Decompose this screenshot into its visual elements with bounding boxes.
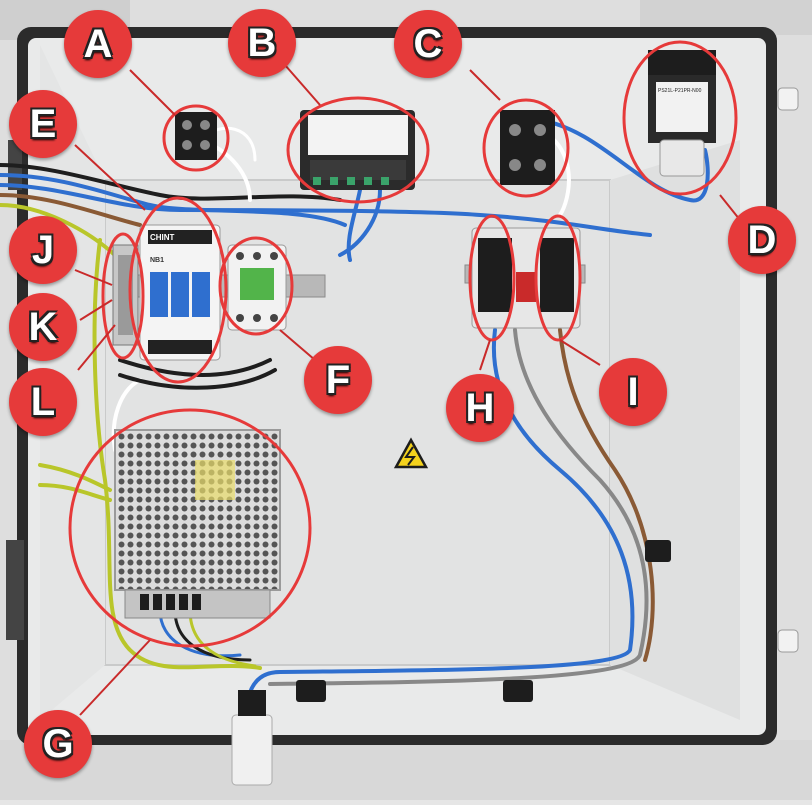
- high-voltage-warning-icon: [393, 437, 429, 469]
- callout-letter: E: [29, 102, 57, 146]
- callout-letter: J: [31, 228, 55, 272]
- callout-outlines: [68, 40, 738, 648]
- callout-l: L: [9, 368, 77, 436]
- pressure-switch: [648, 50, 716, 177]
- breaker-model-label: NB1: [150, 257, 164, 264]
- callout-g: G: [24, 710, 92, 778]
- callout-letter: K: [28, 305, 58, 349]
- callout-a: A: [64, 10, 132, 78]
- callout-letter: F: [325, 358, 351, 402]
- power-supply: [114, 429, 281, 619]
- callout-e: E: [9, 90, 77, 158]
- callout-c: C: [394, 10, 462, 78]
- cable-gland: [231, 714, 273, 786]
- callout-j: J: [9, 216, 77, 284]
- contactor: [227, 244, 287, 331]
- callout-letter: G: [42, 722, 74, 766]
- callout-letter: H: [465, 386, 495, 430]
- terminal-a: [175, 112, 217, 160]
- callout-k: K: [9, 293, 77, 361]
- breaker-brand-label: CHINT: [150, 233, 175, 242]
- callout-letter: I: [627, 370, 639, 414]
- callout-b: B: [228, 9, 296, 77]
- callout-i: I: [599, 358, 667, 426]
- circuit-breaker: [139, 224, 221, 361]
- callout-letter: B: [247, 21, 277, 65]
- callout-h: H: [446, 374, 514, 442]
- callout-letter: D: [747, 218, 777, 262]
- disconnect-switch: [471, 227, 581, 329]
- callout-d: D: [728, 206, 796, 274]
- sensor-model-label: PS21L-P21PR-N00: [658, 88, 702, 94]
- callout-letter: A: [83, 22, 113, 66]
- callout-letter: C: [413, 22, 443, 66]
- callout-letter: L: [30, 380, 56, 424]
- temperature-controller: [300, 110, 415, 190]
- terminal-c: [500, 110, 555, 185]
- cable-clips: [296, 540, 671, 702]
- callout-f: F: [304, 346, 372, 414]
